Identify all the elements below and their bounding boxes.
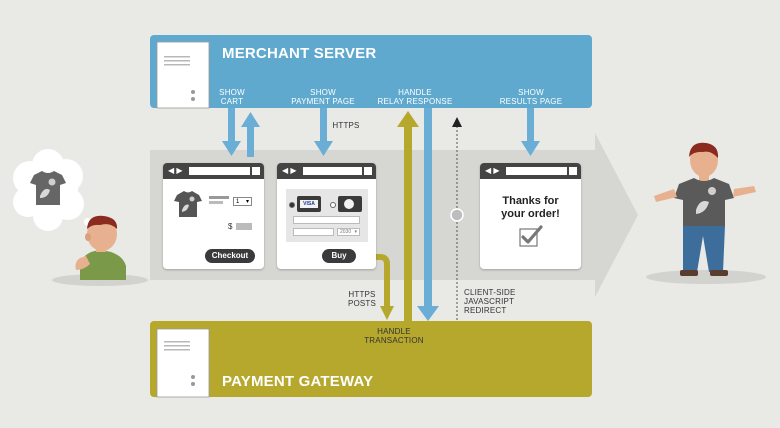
client-redirect-line-3: REDIRECT <box>464 306 507 315</box>
cart-browser-window: ◀ ▶ 1 ▾ $ Checkout <box>163 163 264 269</box>
https-posts-line-1: HTTPS <box>348 290 376 299</box>
alt-payment-circle-icon <box>344 199 354 209</box>
show-results-page-label: SHOW RESULTS PAGE <box>496 88 566 106</box>
browser-toolbar: ◀ ▶ <box>480 163 581 179</box>
browser-go-icon <box>569 167 577 175</box>
browser-go-icon <box>252 167 260 175</box>
checkout-button[interactable]: Checkout <box>205 249 255 263</box>
gateway-server-icon <box>156 328 210 398</box>
expiry-year-value: 2030 <box>340 229 352 235</box>
quantity-select[interactable]: 1 ▾ <box>233 197 252 206</box>
browser-nav-arrows-icon: ◀ ▶ <box>168 166 183 175</box>
show-payment-page-line-1: SHOW <box>310 88 336 97</box>
relay-response-arrow <box>417 108 439 321</box>
merchant-server-title: MERCHANT SERVER <box>222 45 377 62</box>
show-payment-page-label: SHOW PAYMENT PAGE <box>290 88 356 106</box>
card-name-field[interactable] <box>293 228 334 236</box>
cart-item-title-line <box>209 196 229 199</box>
thanks-line-2: your order! <box>501 208 560 220</box>
thanks-line-1: Thanks for <box>502 195 559 207</box>
card-logo-text: VISA <box>300 200 318 208</box>
client-side-redirect-label: CLIENT-SIDE JAVASCRIPT REDIRECT <box>464 288 534 315</box>
show-cart-label: SHOW CART <box>212 88 252 106</box>
relay-response-line-2: RELAY RESPONSE <box>377 97 453 106</box>
show-results-line-1: SHOW <box>518 88 544 97</box>
handle-transaction-label: HANDLE TRANSACTION <box>358 327 430 345</box>
cart-tshirt-icon <box>174 191 202 217</box>
payment-browser-window: ◀ ▶ VISA 2030 ▾ Buy <box>277 163 376 269</box>
merchant-server-icon <box>156 41 210 109</box>
https-posts-arrow <box>374 254 390 308</box>
tshirt-in-bubble-icon <box>30 171 66 205</box>
show-cart-arrow-down <box>222 108 241 156</box>
browser-url-bar <box>506 167 567 175</box>
expiry-year-select[interactable]: 2030 ▾ <box>337 228 360 236</box>
merchant-server-bar <box>150 35 592 108</box>
handle-transaction-arrow <box>397 111 419 321</box>
client-redirect-node <box>450 208 464 222</box>
payment-gateway-title: PAYMENT GATEWAY <box>222 373 374 390</box>
https-posts-line-2: POSTS <box>347 299 377 308</box>
happy-customer-figure <box>654 142 756 276</box>
alt-payment-badge <box>338 196 362 212</box>
handle-transaction-line-2: TRANSACTION <box>364 336 424 345</box>
browser-toolbar: ◀ ▶ <box>277 163 376 179</box>
client-redirect-line-2: JAVASCRIPT <box>464 297 515 306</box>
https-posts-arrowhead <box>380 306 394 320</box>
customer-figure <box>75 215 126 280</box>
show-results-page-arrow <box>521 108 540 156</box>
card-number-field[interactable] <box>293 216 360 224</box>
card-radio-selected[interactable] <box>289 202 295 208</box>
chevron-down-icon: ▾ <box>245 199 249 205</box>
buy-button[interactable]: Buy <box>322 249 356 263</box>
show-cart-line-1: SHOW <box>219 88 245 97</box>
browser-url-bar <box>189 167 250 175</box>
price-value-box <box>236 223 252 230</box>
show-results-line-2: RESULTS PAGE <box>499 97 563 106</box>
browser-nav-arrows-icon: ◀ ▶ <box>485 166 500 175</box>
alt-payment-radio[interactable] <box>330 202 336 208</box>
payment-gateway-bar <box>150 321 592 397</box>
relay-response-line-1: HANDLE <box>398 88 432 97</box>
handle-relay-response-label: HANDLE RELAY RESPONSE <box>375 88 455 106</box>
show-cart-line-2: CART <box>220 97 244 106</box>
thanks-message: Thanks for your order! <box>480 195 581 221</box>
cart-item-desc-line <box>209 201 223 204</box>
show-payment-page-line-2: PAYMENT PAGE <box>291 97 355 106</box>
browser-go-icon <box>364 167 372 175</box>
chevron-down-icon: ▾ <box>354 229 357 235</box>
quantity-value: 1 <box>236 199 240 205</box>
happy-customer-shadow <box>646 270 766 284</box>
show-payment-page-arrow <box>314 108 333 156</box>
client-redirect-line-1: CLIENT-SIDE <box>464 288 516 297</box>
price-symbol: $ <box>228 222 233 231</box>
results-browser-window: ◀ ▶ Thanks for your order! <box>480 163 581 269</box>
https-label: HTTPS <box>332 121 360 130</box>
card-logo-badge: VISA <box>297 196 321 212</box>
cart-request-arrow-up <box>241 112 260 157</box>
https-posts-label: HTTPS POSTS <box>342 290 382 308</box>
checkmark-icon <box>519 225 543 247</box>
browser-url-bar <box>303 167 362 175</box>
client-redirect-arrowhead <box>452 117 462 127</box>
browser-nav-arrows-icon: ◀ ▶ <box>282 166 297 175</box>
browser-toolbar: ◀ ▶ <box>163 163 264 179</box>
handle-transaction-line-1: HANDLE <box>377 327 411 336</box>
